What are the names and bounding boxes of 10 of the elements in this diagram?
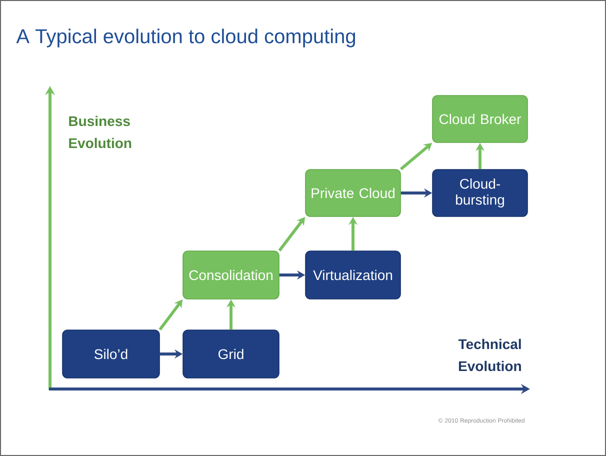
- title: A Typical evolution to cloud computing: [16, 28, 356, 48]
- process-box: Grid: [182, 330, 280, 378]
- axis-label: Technical Evolution: [458, 338, 521, 372]
- axis-label: Business Evolution: [69, 116, 132, 148]
- process-box: Consolidation: [182, 250, 280, 300]
- process-box: Silo’d: [62, 330, 160, 378]
- process-box: Virtualization: [305, 250, 401, 300]
- process-box: Cloud- bursting: [432, 169, 528, 217]
- process-box: Cloud Broker: [432, 95, 528, 143]
- process-box: Private Cloud: [305, 169, 401, 217]
